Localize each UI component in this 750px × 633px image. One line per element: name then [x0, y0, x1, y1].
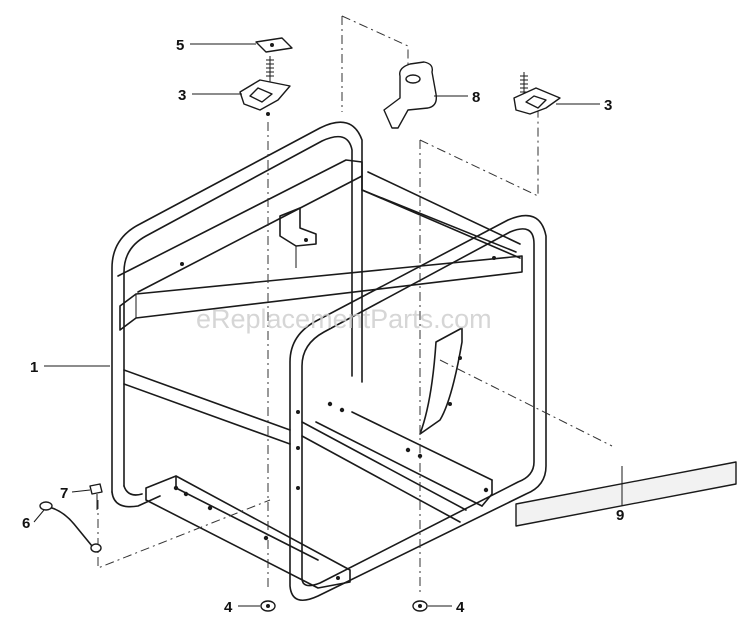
part-6-ground-strap	[39, 501, 102, 553]
part-4-nut-right	[412, 600, 428, 612]
part-9-decal	[515, 461, 737, 527]
callout-3-right: 3	[604, 97, 612, 114]
part-8-bracket	[383, 61, 438, 129]
assembly-center-lines	[97, 15, 613, 592]
leader-lines	[33, 43, 623, 607]
callout-1: 1	[30, 359, 38, 376]
watermark-text: eReplacementParts.com	[196, 304, 492, 334]
callout-8: 8	[472, 89, 480, 106]
part-7-bolt	[89, 483, 103, 510]
part-5-plate	[255, 37, 293, 53]
part-3-mount-right	[513, 72, 561, 115]
part-4-nut-left	[260, 600, 276, 612]
frame-part-1	[111, 121, 547, 602]
callout-6: 6	[22, 515, 30, 532]
callout-7: 7	[60, 485, 68, 502]
callout-5: 5	[176, 37, 184, 54]
callout-9: 9	[616, 507, 624, 524]
callout-labels: 5 3 3 8 1 7 6 4 4 9	[22, 37, 624, 616]
part-3-mount-left	[239, 56, 291, 116]
callout-4-left: 4	[224, 599, 233, 616]
callout-3-left: 3	[178, 87, 186, 104]
callout-4-right: 4	[456, 599, 465, 616]
